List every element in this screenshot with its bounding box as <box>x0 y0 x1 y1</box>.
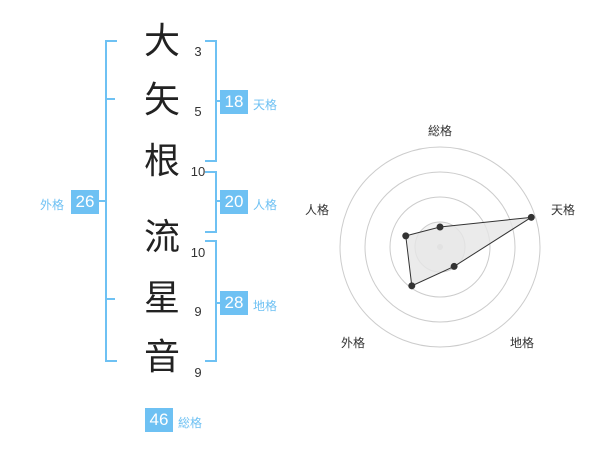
gaikaku-tick <box>105 298 115 300</box>
radar-axis-label-chikaku: 地格 <box>510 336 535 350</box>
radar-center <box>437 244 443 250</box>
soukaku-value: 46 <box>145 408 173 432</box>
jinkaku-connector <box>215 200 221 202</box>
radar-ring <box>339 146 541 348</box>
stroke-count-2: 5 <box>194 104 202 119</box>
name-char-5: 星 <box>143 278 180 319</box>
name-char-4: 流 <box>143 217 180 258</box>
radar-ring <box>414 221 466 273</box>
chikaku-bracket <box>205 240 217 362</box>
gaikaku-tick <box>105 98 115 100</box>
radar-axis-label-jinkaku: 人格 <box>305 203 330 217</box>
radar-polygon <box>405 216 532 287</box>
stroke-count-3: 10 <box>190 164 206 179</box>
chikaku-label: 地格 <box>253 299 278 313</box>
name-char-3: 根 <box>143 141 180 182</box>
name-char-1: 大 <box>143 21 180 62</box>
radar-axis-label-soukaku: 総格 <box>428 124 453 138</box>
radar-point-1 <box>436 223 444 231</box>
chikaku-value: 28 <box>220 291 248 315</box>
jinkaku-bracket <box>205 171 217 233</box>
chikaku-connector <box>215 302 221 304</box>
soukaku-label: 総格 <box>178 416 203 430</box>
radar-axis-label-gaikaku: 外格 <box>341 336 366 350</box>
stroke-count-4: 10 <box>190 245 206 260</box>
radar-axis-label-tenkaku: 天格 <box>551 203 576 217</box>
radar-point-5 <box>402 232 410 240</box>
name-char-6: 音 <box>143 337 180 378</box>
radar-ring <box>389 196 491 298</box>
name-char-2: 矢 <box>143 80 180 121</box>
radar-ring <box>364 171 516 323</box>
radar-point-4 <box>408 282 416 290</box>
gaikaku-connector <box>97 200 107 202</box>
stroke-count-6: 9 <box>194 365 202 380</box>
radar-point-2 <box>527 213 535 221</box>
jinkaku-value: 20 <box>220 190 248 214</box>
tenkaku-value: 18 <box>220 90 248 114</box>
gaikaku-value: 26 <box>71 190 99 214</box>
tenkaku-connector <box>215 100 221 102</box>
jinkaku-label: 人格 <box>253 198 278 212</box>
radar-point-3 <box>450 262 458 270</box>
tenkaku-label: 天格 <box>253 98 278 112</box>
stroke-count-1: 3 <box>194 44 202 59</box>
gaikaku-label: 外格 <box>40 198 65 212</box>
stroke-count-5: 9 <box>194 304 202 319</box>
